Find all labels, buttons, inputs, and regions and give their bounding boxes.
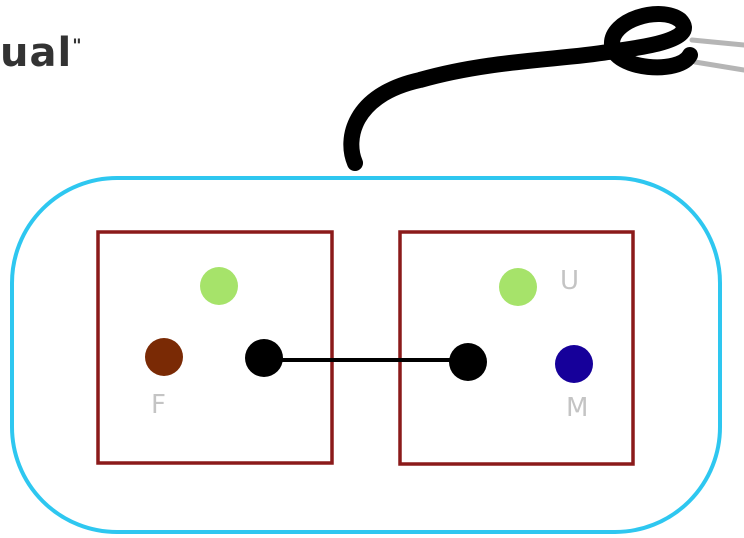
left-black-dot (245, 339, 283, 377)
plug-prongs (689, 37, 744, 73)
label-u: U (560, 266, 580, 296)
left-green-dot (200, 267, 238, 305)
right-black-dot (449, 343, 487, 381)
right-blue-dot (555, 345, 593, 383)
plug-cable-icon (343, 6, 698, 171)
title-quote: " (72, 35, 83, 57)
right-green-dot (499, 268, 537, 306)
label-m: M (566, 393, 589, 423)
left-brown-dot (145, 338, 183, 376)
right-box (398, 230, 635, 466)
outer-container (10, 176, 722, 534)
title-fragment: ual" (0, 30, 83, 76)
title-text: ual (0, 30, 73, 76)
label-f: F (151, 390, 166, 420)
left-box (96, 230, 334, 465)
